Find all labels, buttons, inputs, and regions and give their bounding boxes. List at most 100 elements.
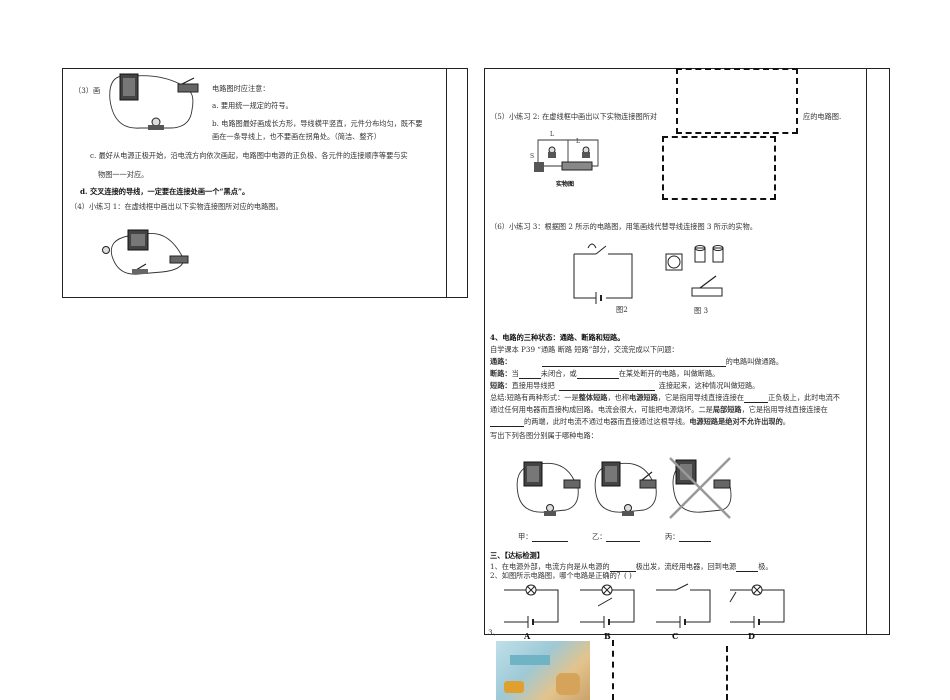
exercise-2-circuit-photo: [534, 139, 599, 172]
exercise-2-l1: L: [550, 131, 554, 138]
section-3-heading: 三、【达标检测】: [490, 551, 544, 560]
left-panel-divider: [446, 68, 447, 297]
figure-3-caption: 图 3: [694, 306, 709, 315]
note-a: a. 要用统一规定的符号。: [212, 101, 293, 110]
photo-bulb-holder: [556, 673, 580, 695]
option-c-label[interactable]: C: [672, 631, 679, 641]
identify-states-prompt: 写出下列各图分别属于哪种电路：: [490, 431, 598, 440]
answer-yi-blank[interactable]: [606, 533, 641, 542]
question-2: 2、如图所示电路图，哪个电路是正确的？( ): [490, 571, 632, 580]
summary-2-end: ，它是指用导线直接连接在: [741, 405, 828, 414]
exercise-2-prompt-end: 应的电路图.: [803, 112, 842, 121]
right-panel-divider: [866, 68, 867, 634]
answer-yi-label: 乙：: [592, 532, 607, 541]
exercise-2-switch-label: S: [530, 153, 535, 160]
section-4-states: 通路、断路和短路: [559, 333, 618, 342]
section-4-end: 。: [617, 333, 625, 342]
open-circuit-line: 通路：的电路叫做通路。: [490, 357, 783, 367]
summary-2-text: 通过任何用电器而直接构成回路。电流会很大，可能把电源烧坏。二是: [490, 405, 713, 414]
dashed-answer-box-2: [662, 136, 776, 200]
answer-jia: 甲：: [518, 532, 569, 542]
answer-jia-blank[interactable]: [532, 533, 569, 542]
notes-title: 电路图时应注意：: [212, 84, 270, 93]
option-c-circuit: [656, 583, 711, 628]
summary-1-d: 电源短路: [629, 393, 658, 402]
note-c-line2: 物图一一对应。: [98, 170, 149, 179]
open-circuit-blank[interactable]: [541, 358, 726, 367]
break-part-c: 在某处断开的电路，叫做断路。: [618, 369, 720, 378]
figure-2-circuit-diagram: [573, 243, 633, 304]
q1-blank-2[interactable]: [736, 563, 759, 572]
answer-yi: 乙：: [592, 532, 641, 542]
photo-switch-base: [510, 655, 550, 665]
option-a-circuit: [504, 584, 559, 628]
q1-part-b: 极出发，流经用电器，回到电源: [635, 562, 737, 571]
break-part-a: 当: [511, 369, 519, 378]
short-part-b: 连接起来，这种情况叫做短路。: [658, 381, 760, 390]
circuit-photo-2: [102, 229, 189, 275]
option-a-label[interactable]: A: [524, 631, 531, 641]
answer-jia-label: 甲：: [518, 532, 533, 541]
summary-line-2: 通过任何用电器而直接构成回路。电流会很大，可能把电源烧坏。二是局部短路，它是指用…: [490, 405, 828, 415]
exercise-2-caption: 实物图: [556, 181, 575, 188]
summary-blank-1[interactable]: [744, 394, 769, 403]
figure-3-components: [665, 245, 724, 297]
exercise-3-prompt: （6）小练习 3：根据图 2 所示的电路图，用笔画线代替导线连接图 3 所示的实…: [490, 222, 757, 231]
short-part-a: 直接用导线把: [511, 381, 555, 390]
break-circuit-line: 断路：当 未闭合，或 在某处断开的电路，叫做断路。: [490, 369, 719, 379]
item3-label: （3）画: [74, 86, 101, 95]
self-study-intro: 自学课本 P39 “通路 断路 短路”部分，交流完成以下问题：: [490, 345, 679, 354]
circuit-photo-1: [109, 73, 199, 130]
exercise-2-prompt: （5）小练习 2: 在虚线框中画出以下实物连接图所对: [490, 112, 658, 121]
left-panel-frame: [62, 68, 468, 298]
short-blank[interactable]: [558, 382, 655, 391]
circuit-state-bing-photo: [669, 457, 732, 519]
summary-3-bold: 电源短路是绝对不允许出现的: [689, 417, 783, 426]
summary-1-c: ，也称: [607, 393, 630, 402]
q1-blank-1[interactable]: [609, 563, 636, 572]
summary-blank-2[interactable]: [490, 418, 524, 427]
note-c-line1: c. 最好从电源正极开始，沿电流方向依次画起，电路图中电源的正负极、各元件的连接…: [90, 151, 408, 160]
dashed-answer-box-1: [676, 68, 798, 134]
q1-part-a: 1、在电源外部，电流方向是从电源的: [490, 562, 610, 571]
section-4-prefix: 4、电路的三种状态：: [490, 333, 560, 342]
question-3-label: 3、: [488, 628, 500, 637]
summary-line-1: 总结:短路有两种形式：一是整体短路，也称电源短路，它是指用导线直接连接在 正负极上…: [490, 393, 840, 403]
question-1: 1、在电源外部，电流方向是从电源的 极出发，流经用电器，回到电源 极。: [490, 562, 773, 572]
summary-3-end: 。: [782, 417, 790, 426]
q1-part-c: 极。: [758, 562, 773, 571]
summary-line-3: 的两端，此时电流不通过电器而直接通过这根导线。电源短路是绝对不允许出现的。: [490, 417, 790, 427]
break-label: 断路：: [490, 369, 512, 378]
answer-bing: 丙：: [665, 532, 712, 542]
break-part-b: 未闭合，或: [540, 369, 577, 378]
option-d-circuit: [729, 584, 785, 628]
note-d: d. 交叉连接的导线，一定要在连接处画一个“黑点”。: [80, 187, 250, 196]
answer-bing-label: 丙：: [665, 532, 680, 541]
dashed-divider-right: [726, 646, 728, 700]
summary-1-e: ，它是指用导线直接连接在: [657, 393, 745, 402]
summary-1-a: 总结:短路有两种形式：一是: [490, 393, 579, 402]
question-3-components-photo: [496, 641, 590, 700]
exercise-2-l2: L: [576, 138, 580, 145]
photo-battery: [504, 681, 524, 693]
summary-2-bold: 局部短路: [712, 405, 742, 414]
summary-1-f: 正负极上，此时电流不: [768, 393, 840, 402]
option-d-label[interactable]: D: [748, 631, 755, 641]
circuit-state-jia-photo: [516, 461, 581, 516]
circuit-state-yi-photo: [594, 461, 657, 516]
break-blank-1[interactable]: [518, 370, 541, 379]
summary-1-b: 整体短路: [578, 393, 608, 402]
figure-2-caption: 图2: [616, 305, 628, 314]
break-blank-2[interactable]: [576, 370, 619, 379]
note-b-line1: b. 电路图最好画成长方形，导线横平竖直，元件分布均匀，既不要: [212, 119, 423, 128]
answer-bing-blank[interactable]: [679, 533, 712, 542]
note-b-line2: 画在一条导线上，也不要画在拐角处。（简洁、整齐）: [212, 132, 381, 141]
short-label: 短路：: [490, 381, 512, 390]
option-b-circuit: [580, 584, 635, 628]
dashed-divider-left: [612, 640, 614, 700]
short-circuit-line: 短路：直接用导线把 连接起来，这种情况叫做短路。: [490, 381, 759, 391]
summary-3-text: 的两端，此时电流不通过电器而直接通过这根导线。: [524, 417, 690, 426]
exercise-1-prompt: （4）小练习 1：在虚线框中画出以下实物连接图所对应的电路图。: [70, 202, 283, 211]
open-circuit-text: 的电路叫做通路。: [725, 357, 784, 366]
option-b-label[interactable]: B: [604, 631, 611, 641]
